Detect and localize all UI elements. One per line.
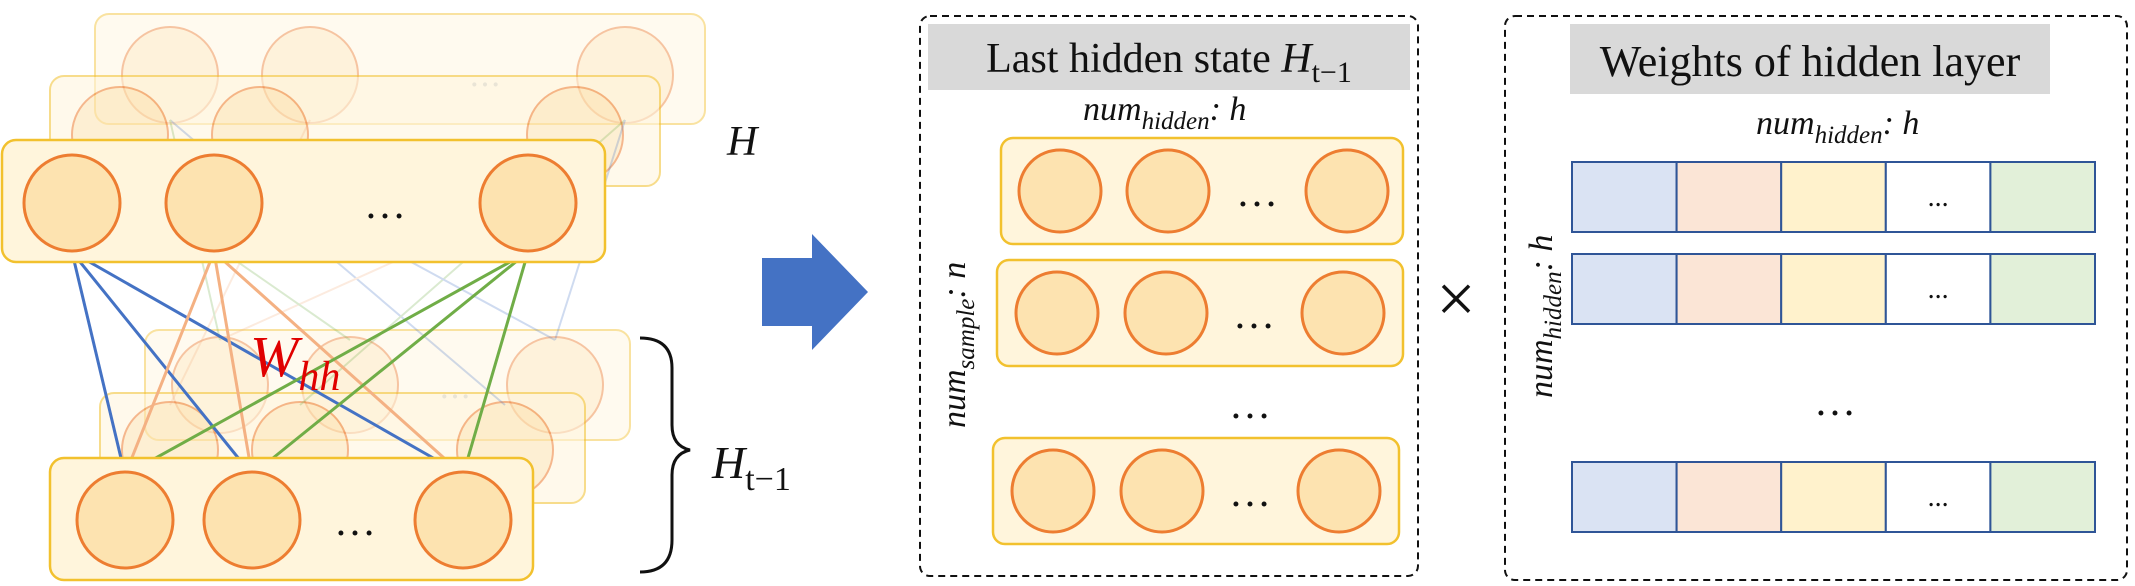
weight-cell: [1780, 161, 1887, 233]
edge: [71, 250, 464, 477]
weight-cell: [1989, 161, 2097, 233]
multiply-symbol: ×: [1436, 261, 1475, 338]
node: [478, 153, 578, 253]
node: [202, 470, 302, 570]
weight-cell: [1884, 253, 1992, 325]
weight-label: Whh: [250, 324, 340, 400]
weight-cell: [1571, 253, 1678, 325]
dots: …: [1233, 292, 1275, 338]
edge: [251, 250, 529, 477]
row-dots: …: [1814, 379, 1856, 425]
dots: …: [1236, 170, 1278, 216]
h-label: H: [726, 119, 760, 165]
weight-rows: .........: [1571, 161, 2097, 533]
weights-panel: Weights of hidden layer numhidden: h num…: [1504, 15, 2128, 581]
weight-cell: [1675, 161, 1783, 233]
weight-row: ...: [1571, 253, 2097, 325]
edge: [70, 251, 254, 476]
prev-label: Ht−1: [711, 437, 791, 498]
dots: …: [364, 182, 406, 228]
row-dots: …: [1229, 382, 1271, 428]
edge: [212, 250, 465, 477]
transform-arrow: [762, 234, 868, 350]
main-edges: [70, 250, 530, 477]
edge: [123, 251, 216, 476]
panel-title-bg: [1570, 24, 2050, 94]
edge: [212, 251, 254, 476]
left-network: … … … …: [0, 13, 791, 582]
dots: …: [334, 499, 376, 545]
weight-cell: [1675, 461, 1783, 533]
dots: …: [1229, 470, 1271, 516]
panel-title: Last hidden state Ht−1: [986, 36, 1352, 89]
edge: [70, 251, 127, 476]
weight-cell: [1675, 253, 1783, 325]
cell-dots: ...: [1928, 182, 1949, 213]
sample-row: …: [991, 436, 1401, 546]
weight-cell: [1884, 461, 1992, 533]
cell-dots: ...: [1928, 482, 1949, 513]
weight-cell: [1989, 461, 2097, 533]
weight-cell: [1571, 461, 1678, 533]
edge: [461, 251, 530, 476]
weight-cell: [1571, 161, 1678, 233]
cell-dots: ...: [1928, 274, 1949, 305]
panel-title: Weights of hidden layer: [1600, 37, 2021, 86]
layer-prev: …: [48, 456, 535, 582]
sample-row: …: [995, 258, 1405, 368]
edge: [124, 250, 529, 477]
sample-row: …: [999, 136, 1405, 246]
node: [164, 153, 264, 253]
weight-cell: [1780, 253, 1887, 325]
weight-cell: [1989, 253, 2097, 325]
panel-title-bg: [928, 24, 1410, 90]
row-dimension-label: numhidden: h: [1523, 235, 1567, 398]
node: [413, 470, 513, 570]
node: [22, 153, 122, 253]
weight-row: ...: [1571, 461, 2097, 533]
weight-cell: [1780, 461, 1887, 533]
node: [75, 470, 175, 570]
hidden-state-panel: Last hidden state Ht−1 numhidden: h nums…: [919, 15, 1419, 577]
col-dimension-label: numhidden: h: [1756, 105, 1919, 149]
brace: [639, 336, 691, 574]
layer-h: …: [0, 138, 607, 264]
col-dimension-label: numhidden: h: [1083, 91, 1246, 135]
row-dimension-label: numsample: n: [936, 262, 980, 428]
weight-row: ...: [1571, 161, 2097, 233]
